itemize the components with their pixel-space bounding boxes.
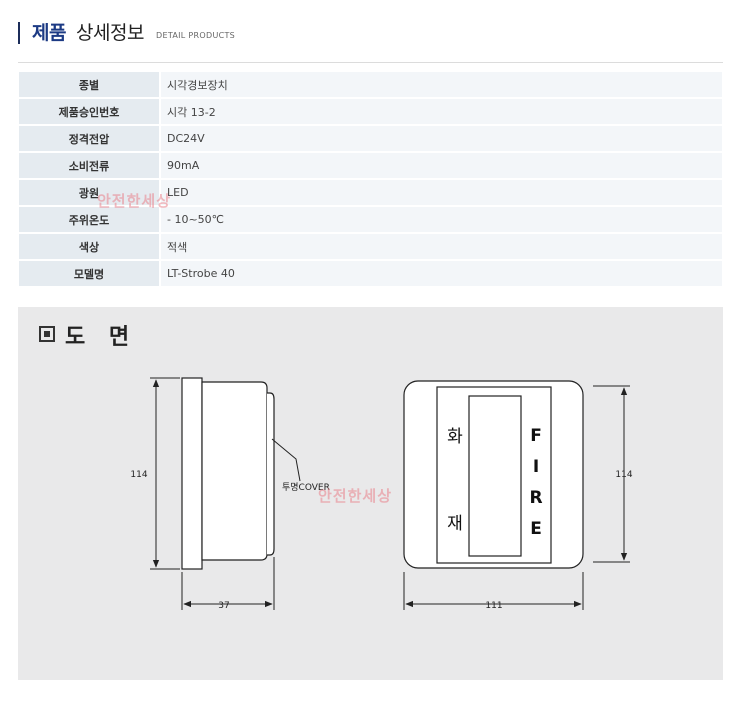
header-title-en: DETAIL PRODUCTS [156,31,236,40]
side-view-cover [267,392,275,556]
spec-label: 종별 [19,72,159,99]
spec-value: 시각 13-2 [161,98,722,126]
technical-drawing: 114 37 투명COVER 화 재 F I R E 114 111 [130,377,633,611]
side-depth-label: 37 [218,601,229,611]
strobe-lens [468,395,522,557]
spec-label: 색상 [19,233,159,261]
spec-value: 적색 [161,233,722,261]
header-accent-bar [18,22,20,44]
side-view-base [181,377,203,570]
spec-value: DC24V [161,125,722,153]
table-row: 소비전류 90mA [19,152,722,180]
spec-value: 시각경보장치 [161,72,722,99]
front-text-hwa: 화 [447,427,463,447]
table-row: 제품승인번호 시각 13-2 [19,98,722,126]
front-view-dims [403,385,630,610]
spec-label: 모델명 [19,260,159,288]
section-header: 제품 상세정보 DETAIL PRODUCTS [0,0,740,63]
header-title-main: 제품 [32,22,66,44]
spec-label: 광원 [19,179,159,207]
side-view [181,377,275,570]
header-title-sub: 상세정보 [76,22,144,44]
drawing-panel: 도 면 114 37 투명COVER [18,307,723,680]
spec-value: LED [161,179,722,207]
table-row: 모델명 LT-Strobe 40 [19,260,722,288]
spec-label: 제품승인번호 [19,98,159,126]
spec-label: 소비전류 [19,152,159,180]
side-height-label: 114 [130,470,147,480]
watermark-text: 안전한세상 [97,192,172,210]
drawing-title: 도 면 [65,325,138,350]
spec-label: 주위온도 [19,206,159,234]
spec-label: 정격전압 [19,125,159,153]
cover-label: 투명COVER [282,482,330,493]
front-text-e: E [530,519,542,539]
section-square-icon [39,326,55,342]
front-view [403,380,584,569]
cover-leader-line [271,438,301,482]
front-text-f: F [530,426,542,446]
table-row: 종별 시각경보장치 [19,72,722,99]
spec-value: 90mA [161,152,722,180]
front-text-jae: 재 [447,514,463,534]
header-divider [18,62,723,63]
front-width-label: 111 [485,601,502,611]
side-view-dims [150,377,301,610]
side-view-body [201,381,268,561]
watermark-text: 안전한세상 [318,487,393,505]
front-text-r: R [529,488,542,508]
front-height-label: 114 [615,470,632,480]
spec-value: LT-Strobe 40 [161,260,722,288]
table-row: 광원 LED [19,179,722,207]
table-row: 색상 적색 [19,233,722,261]
table-row: 정격전압 DC24V [19,125,722,153]
spec-value: - 10~50℃ [161,206,722,234]
table-row: 주위온도 - 10~50℃ [19,206,722,234]
spec-table: 종별 시각경보장치 제품승인번호 시각 13-2 정격전압 DC24V 소비전류… [19,72,722,288]
front-text-i: I [533,457,539,477]
